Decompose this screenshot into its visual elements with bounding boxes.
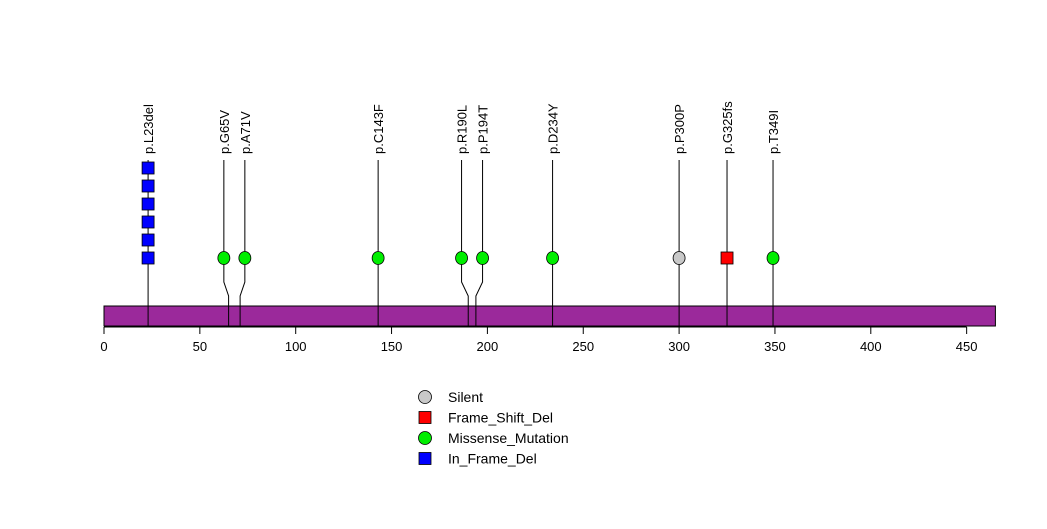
legend-marker [418,411,432,424]
mutation-marker-circle [217,251,231,265]
legend-marker [418,431,432,445]
x-tick-label: 350 [764,339,786,354]
legend-label: In_Frame_Del [448,451,537,467]
x-tick-label: 250 [572,339,594,354]
mutation-label: p.D234Y [546,103,561,154]
legend-marker [418,390,432,404]
legend-label: Missense_Mutation [448,430,569,446]
mutation-marker-square [141,161,155,175]
mutation-marker-circle [238,251,252,265]
mutation-marker-square [141,215,155,229]
mutation-marker-square [141,233,155,247]
mutation-label: p.R190L [455,105,470,154]
x-tick-label: 450 [956,339,978,354]
x-tick-label: 300 [668,339,690,354]
mutation-label: p.G325fs [720,101,735,154]
lollipop-stem [239,160,246,326]
mutation-label: p.L23del [141,104,156,154]
mutation-marker-circle [672,251,686,265]
mutation-label: p.P300P [672,104,687,154]
lollipop-stem [475,160,484,326]
mutation-marker-circle [476,251,489,265]
mutation-label: p.A71V [238,111,253,154]
x-tick-label: 50 [193,339,207,354]
mutation-marker-square [141,251,155,265]
mutation-label: p.T349I [766,110,781,154]
mutation-marker-square [141,197,155,211]
mutation-marker-square [720,251,734,265]
legend-marker [418,452,432,465]
legend-label: Frame_Shift_Del [448,410,553,426]
x-tick-label: 100 [285,339,307,354]
legend-label: Silent [448,389,483,405]
x-tick-label: 200 [477,339,499,354]
mutation-marker-circle [546,251,559,265]
x-tick-label: 0 [100,339,107,354]
lollipop-stem [461,160,469,326]
x-tick-label: 150 [381,339,403,354]
x-tick-label: 400 [860,339,882,354]
lollipop-stem [223,160,230,326]
mutation-marker-circle [766,251,780,265]
mutation-marker-circle [371,251,385,265]
mutation-label: p.C143F [371,104,386,154]
mutation-label: p.G65V [217,110,232,154]
protein-bar [103,305,996,327]
mutation-marker-square [141,179,155,193]
mutation-label: p.P194T [476,105,491,154]
mutation-marker-circle [455,251,468,265]
